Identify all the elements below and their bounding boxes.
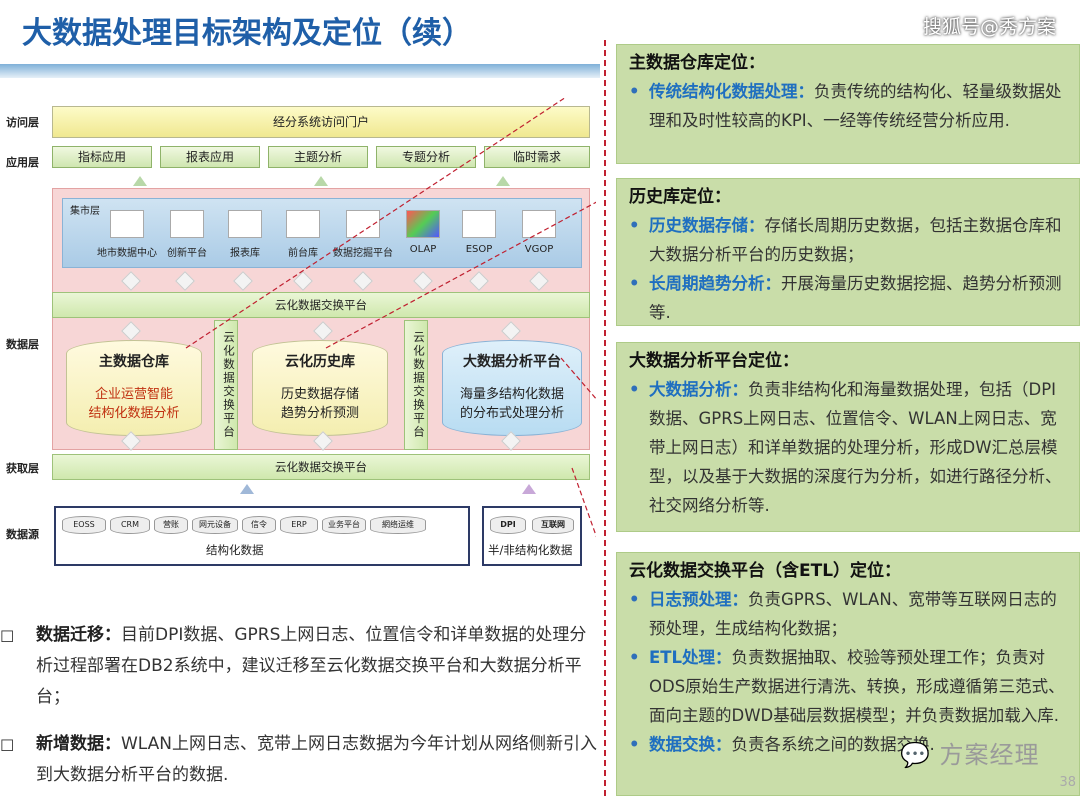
app-box: 主题分析 bbox=[268, 146, 368, 168]
up-arrow bbox=[314, 176, 328, 186]
store-desc: 海量多结构化数据 bbox=[459, 387, 564, 402]
architecture-diagram: 访问层 应用层 数据层 获取层 数据源 经分系统访问门户 指标应用 报表应用 主… bbox=[6, 98, 596, 580]
watermark-brand: 💬 方案经理 bbox=[900, 735, 1040, 770]
up-arrow bbox=[133, 176, 147, 186]
store-desc: 趋势分析预测 bbox=[280, 406, 359, 421]
panel-item: •日志预处理：负责GPRS、WLAN、宽带等互联网日志的预处理，生成结构化数据； bbox=[629, 590, 1057, 638]
unstructured-label: 半/非结构化数据 bbox=[488, 543, 573, 557]
panel-item: •大数据分析：负责非结构化和海量数据处理，包括（DPI 数据、GPRS上网日志、… bbox=[629, 380, 1062, 515]
structured-label: 结构化数据 bbox=[206, 543, 264, 557]
page-number: 38 bbox=[1059, 775, 1076, 790]
source-item: 信令 bbox=[242, 516, 276, 534]
watermark: 搜狐号@秀方案 bbox=[922, 16, 1056, 38]
bullet-key: 新增数据： bbox=[36, 734, 121, 754]
panel-exchange: 云化数据交换平台（含ETL）定位： •日志预处理：负责GPRS、WLAN、宽带等… bbox=[616, 552, 1080, 796]
panel-heading: 云化数据交换平台（含ETL）定位： bbox=[629, 561, 902, 581]
bottom-bullet: ☐ 新增数据：WLAN上网日志、宽带上网日志数据为今年计划从网络侧新引入到大数据… bbox=[0, 729, 600, 791]
source-item: 网元设备 bbox=[192, 516, 238, 534]
layer-label-access: 访问层 bbox=[6, 116, 39, 129]
chart-icon bbox=[110, 210, 144, 238]
mining-icon bbox=[346, 210, 380, 238]
mart-item: 地市数据中心 bbox=[97, 248, 157, 259]
layer-label-source: 数据源 bbox=[6, 528, 39, 541]
panel-history-store: 历史库定位： •历史数据存储：存储长周期历史数据，包括主数据仓库和大数据分析平台… bbox=[616, 178, 1080, 326]
store-desc: 的分布式处理分析 bbox=[459, 406, 564, 421]
source-item: ERP bbox=[280, 516, 318, 534]
panel-heading: 历史库定位： bbox=[629, 187, 731, 207]
panel-item: •数据交换：负责各系统之间的数据交换. bbox=[629, 735, 935, 754]
app-box: 临时需求 bbox=[484, 146, 590, 168]
store-name: 云化历史库 bbox=[285, 354, 355, 370]
vertical-exchange-left: 云化数据交换平台 bbox=[214, 320, 238, 450]
title-underline bbox=[0, 64, 600, 78]
checkbox-square-icon: ☐ bbox=[0, 627, 15, 646]
checkbox-square-icon: ☐ bbox=[0, 736, 15, 755]
store-desc: 历史数据存储 bbox=[280, 387, 359, 402]
bullet-key: 数据迁移： bbox=[36, 625, 121, 645]
vertical-exchange-right: 云化数据交换平台 bbox=[404, 320, 428, 450]
layer-label-app: 应用层 bbox=[6, 156, 39, 169]
source-item: 业务平台 bbox=[322, 516, 366, 534]
watermark-brand-text: 方案经理 bbox=[939, 741, 1040, 769]
bullet-text: 目前DPI数据、GPRS上网日志、位置信令和详单数据的处理分析过程部署在DB2系… bbox=[36, 625, 587, 707]
mart-item: VGOP bbox=[524, 244, 554, 255]
up-arrow bbox=[496, 176, 510, 186]
panel-item: •ETL处理：负责数据抽取、校验等预处理工作；负责对ODS原始生产数据进行清洗、… bbox=[629, 648, 1065, 725]
portal-box: 经分系统访问门户 bbox=[52, 106, 590, 138]
panel-main-warehouse: 主数据仓库定位： •传统结构化数据处理：负责传统的结构化、轻量级数据处理和及时性… bbox=[616, 44, 1080, 164]
layer-label-data: 数据层 bbox=[6, 338, 39, 351]
building-icon bbox=[286, 210, 320, 238]
store-desc: 结构化数据分析 bbox=[88, 406, 180, 421]
main-data-warehouse: 主数据仓库 企业运营智能 结构化数据分析 bbox=[66, 340, 202, 436]
app-box: 指标应用 bbox=[52, 146, 152, 168]
esop-icon bbox=[462, 210, 496, 238]
up-arrow bbox=[240, 484, 254, 494]
search-chart-icon bbox=[170, 210, 204, 238]
bottom-bullet: ☐ 数据迁移：目前DPI数据、GPRS上网日志、位置信令和详单数据的处理分析过程… bbox=[0, 620, 600, 713]
source-item: 網络运维 bbox=[370, 516, 426, 534]
panel-heading: 主数据仓库定位： bbox=[629, 53, 765, 73]
layer-label-acquire: 获取层 bbox=[6, 462, 39, 475]
app-box: 专题分析 bbox=[376, 146, 476, 168]
vgop-icon bbox=[522, 210, 556, 238]
olap-cube-icon bbox=[406, 210, 440, 238]
exchange-platform-bottom: 云化数据交换平台 bbox=[52, 454, 590, 480]
exchange-platform-top: 云化数据交换平台 bbox=[52, 292, 590, 318]
bullet-text: WLAN上网日志、宽带上网日志数据为今年计划从网络侧新引入到大数据分析平台的数据… bbox=[36, 734, 598, 785]
source-item: 营账 bbox=[154, 516, 188, 534]
source-item: CRM bbox=[110, 516, 150, 534]
panel-item: •历史数据存储：存储长周期历史数据，包括主数据仓库和大数据分析平台的历史数据； bbox=[629, 216, 1062, 264]
page-title: 大数据处理目标架构及定位（续） bbox=[22, 16, 472, 51]
wechat-icon: 💬 bbox=[900, 741, 931, 769]
store-desc: 企业运营智能 bbox=[94, 387, 173, 402]
up-arrow bbox=[522, 484, 536, 494]
panel-big-data: 大数据分析平台定位： •大数据分析：负责非结构化和海量数据处理，包括（DPI 数… bbox=[616, 342, 1080, 532]
report-icon bbox=[228, 210, 262, 238]
store-name: 大数据分析平台 bbox=[463, 354, 561, 370]
source-item: EOSS bbox=[62, 516, 106, 534]
cloud-history-store: 云化历史库 历史数据存储 趋势分析预测 bbox=[252, 340, 388, 436]
store-name: 主数据仓库 bbox=[99, 354, 169, 370]
big-data-platform: 大数据分析平台 海量多结构化数据 的分布式处理分析 bbox=[442, 340, 582, 436]
panel-item: •长周期趋势分析：开展海量历史数据挖掘、趋势分析预测等. bbox=[629, 274, 1062, 322]
panel-item: •传统结构化数据处理：负责传统的结构化、轻量级数据处理和及时性较高的KPI、一经… bbox=[629, 82, 1062, 130]
app-box: 报表应用 bbox=[160, 146, 260, 168]
divider-dashed bbox=[604, 40, 606, 796]
source-item: 互联网 bbox=[532, 516, 574, 534]
panel-heading: 大数据分析平台定位： bbox=[629, 351, 799, 371]
mart-label: 集市层 bbox=[70, 206, 100, 217]
source-item: DPI bbox=[490, 516, 526, 534]
